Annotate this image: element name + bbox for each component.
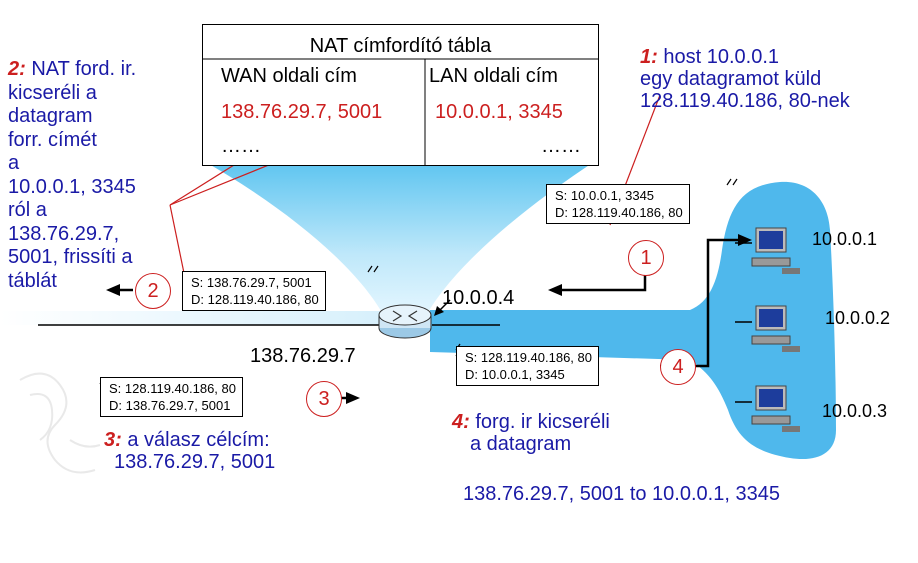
host-computer-icon [751,305,800,352]
step2-line: ról a [8,199,47,221]
packet-1-dest: D: 128.119.40.186, 80 [555,205,683,220]
packet-3-source: S: 128.119.40.186, 80 [109,381,236,396]
step4-line: forg. ir kicseréli [475,411,610,433]
step2-line: kicseréli a [8,81,97,104]
host-label: 10.0.0.2 [825,308,891,328]
step2-line: NAT ford. ir. [31,58,137,80]
step1-number: 1: [640,46,658,68]
step3-line: 138.76.29.7, 5001 [114,451,276,473]
step2-line: datagram [8,105,93,127]
nat-col-wan-header: WAN oldali cím [221,65,357,87]
nat-row-wan-value: 138.76.29.7, 5001 [221,101,383,123]
step-1-circle: 1 [628,240,664,276]
packet-4-source: S: 128.119.40.186, 80 [465,350,592,365]
router-icon [378,304,432,339]
nat-row-ellipsis-wan: …… [221,135,261,157]
step2-annotation: 2: NAT ford. ir. kicseréli a datagram fo… [8,58,136,293]
packet-3-dest: D: 138.76.29.7, 5001 [109,398,231,413]
step1-line: host 10.0.0.1 [663,46,780,68]
step2-line: 10.0.0.1, 3345 [8,175,136,198]
packet-2-box: S: 138.76.29.7, 5001 D: 128.119.40.186, … [182,271,326,311]
router-wan-ip: 138.76.29.7 [250,345,356,367]
bottom-translation-line: 138.76.29.7, 5001 to 10.0.0.1, 3345 [463,483,780,505]
nat-row-lan-value: 10.0.0.1, 3345 [435,101,563,123]
step-4-circle: 4 [660,349,696,385]
step2-line: táblát [8,269,57,292]
step4-number: 4: [452,411,470,433]
step2-number: 2: [8,58,26,80]
step2-line: 138.76.29.7, [8,222,120,245]
host-label: 10.0.0.1 [812,229,878,249]
step2-line: 5001, frissíti a [8,246,133,268]
packet-3-box: S: 128.119.40.186, 80 D: 138.76.29.7, 50… [100,377,243,417]
lan-cloud [430,181,836,460]
step3-number: 3: [104,429,122,451]
nat-funnel [202,160,597,318]
nat-translation-table: NAT címfordító tábla WAN oldali cím LAN … [202,24,599,166]
step1-annotation: 1: host 10.0.0.1 egy datagramot küld 128… [640,46,850,112]
packet-2-dest: D: 128.119.40.186, 80 [191,292,319,307]
step-3-circle: 3 [306,381,342,417]
nat-table-lines [203,58,598,165]
packet-2-source: S: 138.76.29.7, 5001 [191,275,312,290]
step2-line: forr. címét [8,128,97,151]
host-computer-icon [751,227,800,274]
packet-4-box: S: 128.119.40.186, 80 D: 10.0.0.1, 3345 [456,346,599,386]
step4-annotation: 4: forg. ir kicseréli a datagram [452,411,610,455]
packet-4-dest: D: 10.0.0.1, 3345 [465,367,565,382]
host-label: 10.0.0.3 [822,401,888,421]
packet-1-box: S: 10.0.0.1, 3345 D: 128.119.40.186, 80 [546,184,690,224]
step3-annotation: 3: a válasz célcím: 138.76.29.7, 5001 [104,429,275,473]
step1-line: 128.119.40.186, 80-nek [640,90,850,112]
step1-line: egy datagramot küld [640,68,822,90]
step3-line: a válasz célcím: [127,429,270,451]
nat-row-ellipsis-lan: …… [541,135,581,157]
router-lan-ip: 10.0.0.4 [442,287,515,309]
packet-1-source: S: 10.0.0.1, 3345 [555,188,655,203]
step4-line: a datagram [470,433,572,455]
host-computer-icon [751,385,800,432]
wan-band [0,311,380,325]
nat-col-lan-header: LAN oldali cím [429,65,558,87]
nat-table-title: NAT címfordító tábla [309,35,492,57]
watermark-logo [19,372,101,474]
step2-line: a [8,152,20,174]
step-2-circle: 2 [135,273,171,309]
